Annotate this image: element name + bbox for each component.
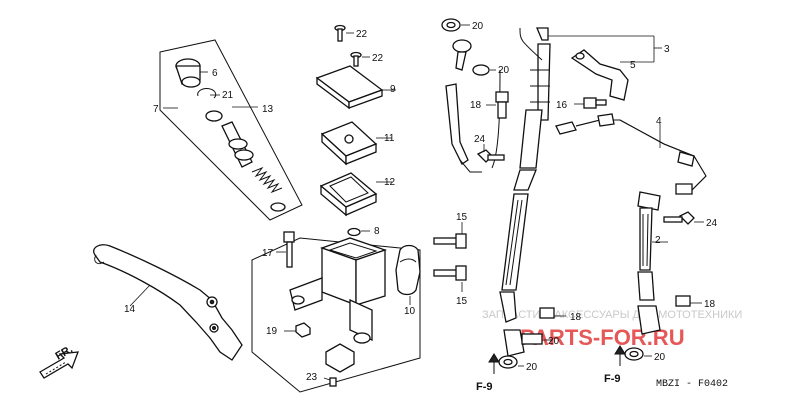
label-7: 7 <box>153 104 159 115</box>
label-14: 14 <box>124 304 136 315</box>
brake-pipe <box>555 113 707 195</box>
diaphragm <box>319 172 392 217</box>
label-2: 2 <box>655 235 661 246</box>
brake-switch <box>323 343 355 387</box>
label-18-lower-right: 18 <box>704 299 716 310</box>
banjo-bolt-upper <box>441 18 470 32</box>
label-8: 8 <box>374 226 380 237</box>
ref-f9-right: F-9 <box>604 373 621 385</box>
f9-arrow-left <box>488 353 500 374</box>
label-24-right: 24 <box>706 218 718 229</box>
piston-washer <box>205 110 223 122</box>
diagram-code: MBZI - F0402 <box>656 379 728 390</box>
reference-labels: F-9 F-9 FR. MBZI - F0402 <box>54 343 729 393</box>
circlip <box>197 87 217 99</box>
f9-arrow-right <box>614 345 626 366</box>
label-3: 3 <box>664 44 670 55</box>
banjo-fitting-upper <box>452 39 472 71</box>
diaphragm-plate <box>320 121 392 166</box>
label-16: 16 <box>556 100 568 111</box>
label-11: 11 <box>384 133 395 144</box>
master-cylinder-holder <box>395 244 421 305</box>
master-cylinder-frame <box>251 237 421 393</box>
piston-kit-group <box>159 39 303 221</box>
label-6: 6 <box>212 68 218 79</box>
piston-kit-frame <box>159 39 303 221</box>
cap-screw-upper <box>334 24 354 42</box>
pivot-bolt <box>276 231 295 268</box>
label-19: 19 <box>266 326 278 337</box>
piston-spring <box>251 166 286 212</box>
cap-screw-lower <box>350 51 370 67</box>
bolt-24-right <box>663 211 704 225</box>
bolt-24-left <box>476 144 505 163</box>
label-13: 13 <box>262 104 274 115</box>
label-21: 21 <box>222 90 234 101</box>
reservoir-plug <box>347 227 370 237</box>
main-brake-hose <box>499 27 551 357</box>
pivot-nut <box>284 322 311 338</box>
label-18-lower-left: 18 <box>570 312 582 323</box>
piston-boot <box>175 58 201 88</box>
label-12: 12 <box>384 177 396 188</box>
reservoir-cap <box>315 65 396 110</box>
label-15-upper: 15 <box>456 212 468 223</box>
label-20-top: 20 <box>472 21 484 32</box>
label-23: 23 <box>306 372 318 383</box>
label-18-upper: 18 <box>470 100 482 111</box>
bolt-18-lower-right <box>675 295 702 307</box>
holder-bolt-lower <box>433 265 467 292</box>
joint-bolt-18 <box>486 91 509 119</box>
label-22-lower: 22 <box>372 53 384 64</box>
label-22-upper: 22 <box>356 29 368 40</box>
label-15-lower: 15 <box>456 296 468 307</box>
upper-hose <box>445 69 501 173</box>
banjo-bolt-lower-left <box>521 333 552 345</box>
label-20-bottom-left: 20 <box>526 362 538 373</box>
label-10: 10 <box>404 306 416 317</box>
ref-f9-left: F-9 <box>476 381 493 393</box>
label-20-bottom-right: 20 <box>654 352 666 363</box>
label-5: 5 <box>630 60 636 71</box>
hose-clamp-bracket <box>548 35 662 101</box>
sealing-washer-upper <box>472 64 496 76</box>
lower-brake-hose <box>637 191 668 335</box>
watermark-tagline: ЗАПЧАСТИ И АКСЕССУАРЫ ДЛЯ МОТОТЕХНИКИ <box>482 309 742 321</box>
brake-lever <box>93 244 243 361</box>
label-17: 17 <box>262 248 274 259</box>
part-labels: 2 3 4 5 6 7 8 9 10 11 12 13 14 15 15 16 … <box>124 21 718 383</box>
master-cylinder-body <box>289 237 387 344</box>
front-arrow <box>39 351 79 379</box>
label-9: 9 <box>390 84 396 95</box>
label-20-mid: 20 <box>498 65 510 76</box>
label-4: 4 <box>656 116 662 127</box>
bolt-18-lower-left <box>539 307 566 319</box>
piston <box>221 121 254 168</box>
bracket-bolt-16 <box>574 97 607 109</box>
sealing-washer-lower-left <box>498 355 524 369</box>
label-20-lower-left: 20 <box>548 336 560 347</box>
holder-bolt-upper <box>433 222 467 249</box>
label-24-left: 24 <box>474 134 486 145</box>
